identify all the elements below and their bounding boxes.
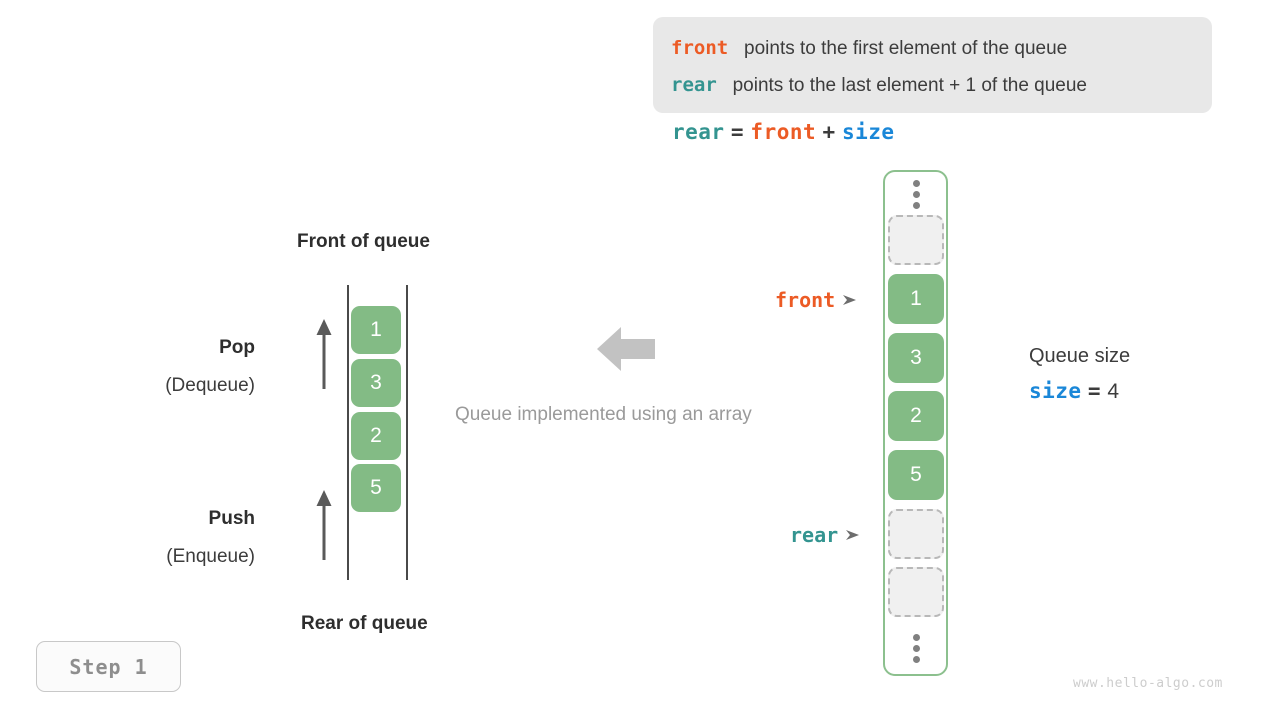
push-sublabel: (Enqueue) [166, 546, 255, 567]
formula-plus: + [822, 120, 836, 144]
queue-cell: 2 [351, 412, 401, 460]
formula-rhs-front: front [750, 120, 817, 144]
queue-cell: 3 [351, 359, 401, 407]
array-ellipsis-bottom [906, 634, 926, 663]
front-pointer-text: front [775, 288, 836, 312]
legend-keyword-rear: rear [671, 74, 717, 96]
queue-rail-right [406, 285, 408, 580]
array-ellipsis-top [906, 180, 926, 209]
queue-size-equals: = [1087, 379, 1102, 403]
legend-box: front points to the first element of the… [653, 17, 1212, 113]
arrow-left-icon [597, 327, 655, 371]
queue-cell: 5 [351, 464, 401, 512]
array-container [883, 170, 948, 676]
formula-rear-equals-front-plus-size: rear = front + size [672, 120, 895, 145]
watermark: www.hello-algo.com [1073, 676, 1223, 691]
queue-size-var: size [1029, 379, 1082, 403]
pop-arrow-up-icon [316, 319, 332, 389]
rear-of-queue-label: Rear of queue [301, 613, 428, 634]
array-cell-filled: 3 [888, 333, 944, 383]
formula-lhs: rear [672, 120, 725, 144]
array-cell-empty [888, 215, 944, 265]
center-caption: Queue implemented using an array [455, 404, 752, 425]
pop-sublabel: (Dequeue) [165, 375, 255, 396]
queue-rail-left [347, 285, 349, 580]
array-cell-empty [888, 509, 944, 559]
array-cell-filled: 2 [888, 391, 944, 441]
legend-text-rear: points to the last element + 1 of the qu… [732, 75, 1087, 96]
array-cell-filled: 1 [888, 274, 944, 324]
pointer-arrow-right-icon [846, 530, 860, 540]
legend-keyword-front: front [671, 37, 729, 59]
rear-pointer-label: rear [790, 523, 862, 547]
step-badge: Step 1 [36, 641, 181, 692]
legend-line-rear: rear points to the last element + 1 of t… [671, 67, 1212, 104]
formula-rhs-size: size [841, 120, 895, 144]
push-label: Push [208, 508, 255, 529]
rear-pointer-text: rear [790, 523, 839, 547]
front-pointer-label: front [775, 288, 859, 312]
array-cell-filled: 5 [888, 450, 944, 500]
queue-size-expression: size = 4 [1029, 379, 1120, 404]
queue-cell: 1 [351, 306, 401, 354]
formula-equals: = [730, 120, 745, 144]
legend-text-front: points to the first element of the queue [744, 38, 1068, 59]
pointer-arrow-right-icon [843, 295, 857, 305]
front-of-queue-label: Front of queue [297, 231, 430, 252]
array-cell-empty [888, 567, 944, 617]
push-arrow-up-icon [316, 490, 332, 560]
legend-line-front: front points to the first element of the… [671, 30, 1212, 67]
queue-size-value: 4 [1107, 380, 1120, 403]
queue-size-title: Queue size [1029, 345, 1131, 367]
pop-label: Pop [219, 337, 255, 358]
